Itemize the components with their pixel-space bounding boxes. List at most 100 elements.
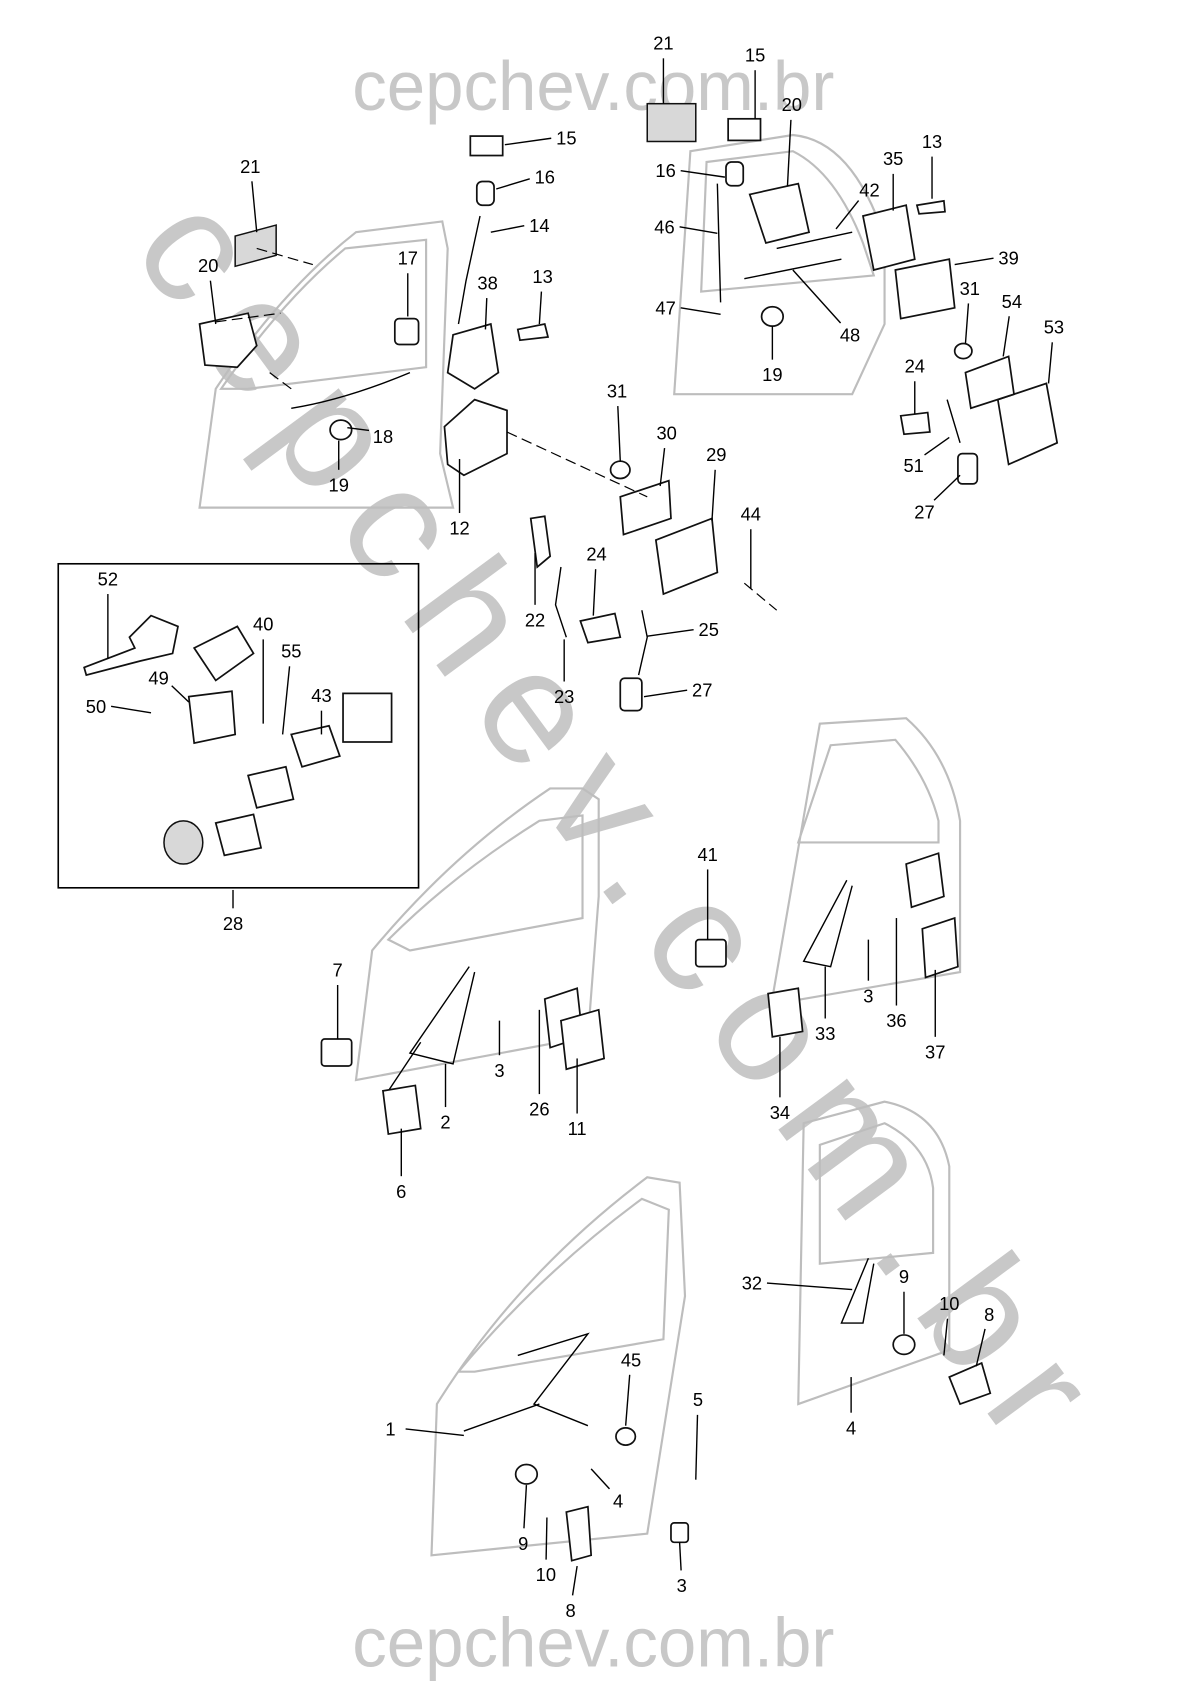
manual-regulator-rear-part	[840, 1257, 875, 1324]
callout-label-55: 55	[281, 641, 301, 662]
switch-module-part	[694, 938, 727, 968]
key-fob-part	[187, 690, 237, 745]
callout-leader-line	[766, 1282, 853, 1291]
motor-front-part	[381, 1084, 422, 1136]
callout-label-50: 50	[86, 696, 106, 717]
switch-module-front-part	[320, 1038, 353, 1067]
callout-label-20: 20	[198, 255, 218, 276]
callout-label-9: 9	[518, 1533, 528, 1554]
callout-label-41: 41	[697, 844, 717, 865]
watermark-diagonal: cepchev.com.br	[101, 162, 1130, 1469]
callout-label-42: 42	[859, 180, 879, 201]
callout-leader-line	[680, 169, 726, 178]
cable-part	[291, 371, 411, 409]
callout-label-52: 52	[98, 568, 118, 589]
callout-leader-line	[110, 705, 152, 714]
callout-label-17: 17	[398, 248, 418, 269]
callout-leader-line	[251, 181, 258, 233]
callout-leader-line	[545, 1517, 548, 1560]
clip-rear-part	[760, 305, 785, 328]
link-rod-part	[637, 610, 648, 676]
callout-label-1: 1	[385, 1418, 395, 1439]
lock-actuator-part	[579, 612, 622, 644]
callout-label-39: 39	[998, 248, 1018, 269]
rods-rear-part	[716, 183, 961, 444]
callout-leader-line	[592, 569, 597, 616]
ignition-lock-part	[342, 692, 393, 743]
callout-label-35: 35	[883, 148, 903, 169]
callout-leader-line	[1047, 342, 1053, 384]
callout-label-15: 15	[745, 45, 765, 66]
callout-label-19: 19	[329, 474, 349, 495]
callout-label-8: 8	[984, 1304, 994, 1325]
lock-knob-part	[393, 317, 420, 346]
front-door-bottom	[430, 1176, 687, 1557]
callout-label-38: 38	[477, 272, 497, 293]
callout-label-51: 51	[903, 455, 923, 476]
callout-label-43: 43	[311, 685, 331, 706]
grommet-part	[609, 460, 631, 480]
callout-label-24: 24	[586, 544, 606, 565]
callout-label-22: 22	[525, 609, 545, 630]
bolt-front-part	[670, 1522, 690, 1544]
inner-handle-housing-part	[443, 398, 508, 477]
callout-label-15: 15	[556, 128, 576, 149]
callout-leader-line	[484, 298, 488, 330]
inner-handle-rear-part	[748, 182, 811, 245]
callout-label-29: 29	[706, 444, 726, 465]
callout-label-31: 31	[607, 380, 627, 401]
switch-rear-part	[727, 117, 762, 142]
callout-label-33: 33	[815, 1023, 835, 1044]
callout-label-32: 32	[742, 1273, 762, 1294]
lock-cylinder-part	[619, 677, 643, 712]
crank-handle-rear-part	[948, 1361, 992, 1406]
clip-part	[329, 419, 353, 441]
door-outlines	[198, 133, 962, 1557]
callout-leader-line	[954, 257, 994, 266]
bolt-rear-part	[915, 199, 946, 215]
callout-label-44: 44	[741, 504, 761, 525]
lock-cylinder-rear-part	[957, 452, 979, 485]
callout-label-36: 36	[886, 1010, 906, 1031]
callout-leader-line	[933, 474, 961, 501]
bushing-front-part	[514, 1463, 539, 1485]
callout-leader-line	[209, 280, 217, 325]
callout-label-49: 49	[148, 668, 168, 689]
key-part	[83, 614, 179, 677]
outer-handle-rear-part	[996, 382, 1059, 466]
rod-part	[457, 215, 481, 325]
callout-leader-line	[490, 225, 525, 233]
callout-label-21: 21	[653, 33, 673, 54]
callout-label-3: 3	[863, 985, 873, 1006]
callout-label-34: 34	[770, 1102, 790, 1123]
cylinder-cap-part	[163, 820, 204, 865]
trim-bezel-rear-part	[646, 102, 697, 143]
callout-leader-line	[680, 307, 721, 315]
callout-leader-line	[695, 1414, 699, 1480]
motor-rear-part	[767, 987, 804, 1038]
callout-label-25: 25	[699, 619, 719, 640]
knob-45-part	[615, 1426, 637, 1446]
callout-leader-line	[538, 291, 543, 325]
crank-handle-front-part	[565, 1505, 593, 1562]
callout-leader-line	[523, 1485, 528, 1529]
callout-label-18: 18	[373, 426, 393, 447]
callout-label-47: 47	[655, 297, 675, 318]
callout-label-46: 46	[654, 216, 674, 237]
callout-label-5: 5	[693, 1389, 703, 1410]
callout-label-11: 11	[568, 1118, 587, 1139]
callout-label-16: 16	[535, 167, 555, 188]
regulator-rear-part	[802, 879, 853, 968]
cylinder-3-part	[214, 813, 263, 857]
latch-rear-part	[861, 204, 916, 272]
callout-leader-line	[647, 628, 694, 637]
latch-part	[446, 322, 500, 390]
switch-part	[469, 135, 504, 157]
callout-label-54: 54	[1002, 291, 1022, 312]
callout-label-24: 24	[905, 356, 925, 377]
callout-leader-line	[679, 226, 718, 234]
callout-leader-line	[792, 269, 842, 324]
switch-cover-part	[475, 180, 495, 207]
callout-label-3: 3	[494, 1060, 504, 1081]
